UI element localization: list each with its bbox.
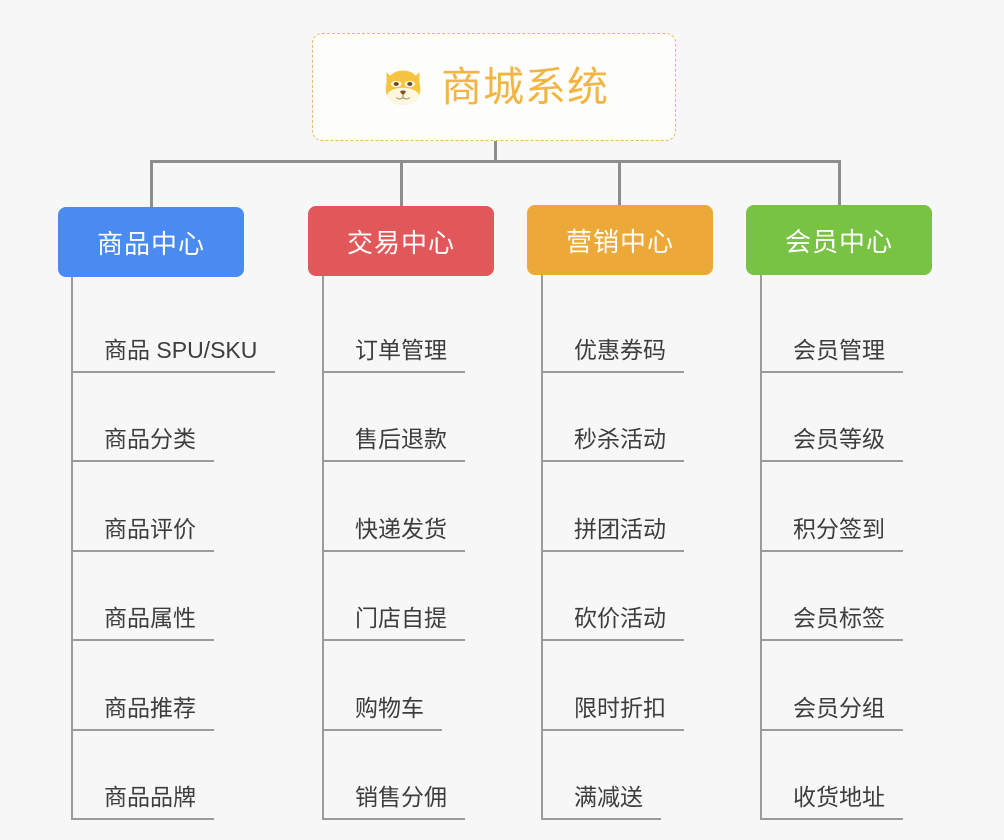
list-item[interactable]: 满减送 — [541, 731, 684, 820]
list-item[interactable]: 会员分组 — [760, 641, 903, 731]
list-item-label: 商品 SPU/SKU — [71, 336, 276, 373]
branch-header-label: 交易中心 — [346, 227, 455, 258]
branch-stub-line-2 — [322, 276, 324, 286]
list-item-label: 秒杀活动 — [541, 425, 684, 462]
list-item-label: 商品分类 — [71, 425, 214, 462]
list-item-label: 会员等级 — [760, 425, 903, 462]
list-item[interactable]: 会员等级 — [760, 373, 903, 462]
list-item[interactable]: 积分签到 — [760, 462, 903, 552]
list-item-label: 积分签到 — [760, 515, 903, 552]
branch-drop-line-1 — [150, 160, 153, 207]
list-item[interactable]: 售后退款 — [322, 373, 465, 462]
branch-stub-line-4 — [760, 275, 762, 285]
branch-drop-line-2 — [400, 160, 403, 207]
list-item[interactable]: 商品 SPU/SKU — [71, 283, 276, 373]
root-node[interactable]: 商城系统 — [312, 33, 676, 141]
list-item[interactable]: 商品品牌 — [71, 731, 275, 820]
list-item-label: 收货地址 — [760, 783, 903, 820]
list-item[interactable]: 快递发货 — [322, 462, 465, 552]
branch-spine — [760, 283, 762, 820]
list-item[interactable]: 秒杀活动 — [541, 373, 684, 462]
branch-items-营销中心: 优惠券码 秒杀活动 拼团活动 砍价活动 限时折扣 满减送 — [541, 283, 684, 820]
branch-items-交易中心: 订单管理 售后退款 快递发货 门店自提 购物车 销售分佣 — [322, 283, 465, 820]
branch-drop-line-3 — [618, 160, 621, 207]
branch-header-营销中心[interactable]: 营销中心 — [527, 205, 713, 275]
list-item-label: 会员标签 — [760, 604, 903, 641]
list-item[interactable]: 商品分类 — [71, 373, 275, 462]
list-item-label: 门店自提 — [322, 604, 465, 641]
list-item[interactable]: 拼团活动 — [541, 462, 684, 552]
branch-header-商品中心[interactable]: 商品中心 — [58, 207, 244, 277]
list-item-label: 限时折扣 — [541, 694, 684, 731]
branch-header-交易中心[interactable]: 交易中心 — [308, 206, 494, 276]
list-item[interactable]: 优惠券码 — [541, 283, 684, 373]
branch-header-label: 商品中心 — [96, 228, 205, 259]
list-item[interactable]: 收货地址 — [760, 731, 903, 820]
list-item-label: 砍价活动 — [541, 604, 684, 641]
list-item-label: 销售分佣 — [322, 783, 465, 820]
list-item[interactable]: 商品评价 — [71, 462, 275, 552]
list-item-label: 满减送 — [541, 783, 661, 820]
branch-header-会员中心[interactable]: 会员中心 — [746, 205, 932, 275]
list-item-label: 会员管理 — [760, 336, 903, 373]
branch-header-label: 会员中心 — [784, 226, 893, 257]
list-item-label: 优惠券码 — [541, 336, 684, 373]
branch-spine — [71, 283, 73, 820]
list-item-label: 商品属性 — [71, 604, 214, 641]
list-item[interactable]: 购物车 — [322, 641, 465, 731]
list-item[interactable]: 商品属性 — [71, 552, 275, 641]
list-item-label: 快递发货 — [322, 515, 465, 552]
branch-drop-line-4 — [838, 160, 841, 207]
list-item-label: 商品评价 — [71, 515, 214, 552]
branch-items-会员中心: 会员管理 会员等级 积分签到 会员标签 会员分组 收货地址 — [760, 283, 903, 820]
list-item[interactable]: 砍价活动 — [541, 552, 684, 641]
branch-spine — [322, 283, 324, 820]
list-item-label: 购物车 — [322, 694, 442, 731]
list-item[interactable]: 会员管理 — [760, 283, 903, 373]
branch-stub-line-1 — [71, 277, 73, 287]
root-stem-line — [494, 141, 497, 163]
list-item[interactable]: 门店自提 — [322, 552, 465, 641]
branch-header-label: 营销中心 — [565, 226, 674, 257]
root-title: 商城系统 — [441, 63, 609, 110]
list-item[interactable]: 订单管理 — [322, 283, 465, 373]
list-item[interactable]: 会员标签 — [760, 552, 903, 641]
trunk-horizontal-line — [150, 160, 840, 163]
list-item-label: 售后退款 — [322, 425, 465, 462]
list-item-label: 商品品牌 — [71, 783, 214, 820]
list-item-label: 会员分组 — [760, 694, 903, 731]
list-item[interactable]: 销售分佣 — [322, 731, 465, 820]
branch-items-商品中心: 商品 SPU/SKU 商品分类 商品评价 商品属性 商品推荐 商品品牌 — [71, 283, 276, 820]
list-item-label: 拼团活动 — [541, 515, 684, 552]
branch-spine — [541, 283, 543, 820]
branch-stub-line-3 — [541, 275, 543, 285]
list-item-label: 商品推荐 — [71, 694, 214, 731]
list-item[interactable]: 限时折扣 — [541, 641, 684, 731]
list-item-label: 订单管理 — [322, 336, 465, 373]
dog-face-icon — [385, 70, 421, 105]
list-item[interactable]: 商品推荐 — [71, 641, 275, 731]
